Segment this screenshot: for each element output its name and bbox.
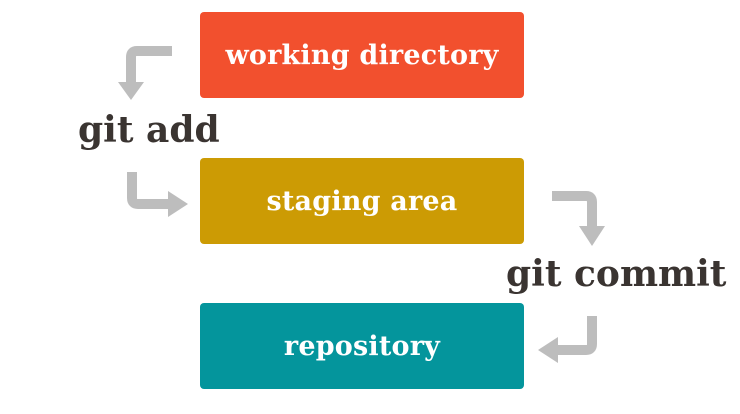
repository-label: repository [283, 330, 441, 362]
staging-area-label: staging area [266, 185, 458, 217]
arrow-commit-to-repository-icon [538, 316, 597, 363]
working-directory-box: working directory [200, 12, 524, 98]
arrow-staging-to-commit-icon [552, 191, 605, 246]
arrow-add-to-staging-icon [127, 172, 188, 217]
staging-area-box: staging area [200, 158, 524, 244]
git-commit-label: git commit [506, 253, 727, 295]
working-directory-label: working directory [225, 39, 499, 71]
repository-box: repository [200, 303, 524, 389]
git-add-label: git add [78, 109, 220, 151]
arrow-working-to-add-icon [118, 46, 172, 100]
